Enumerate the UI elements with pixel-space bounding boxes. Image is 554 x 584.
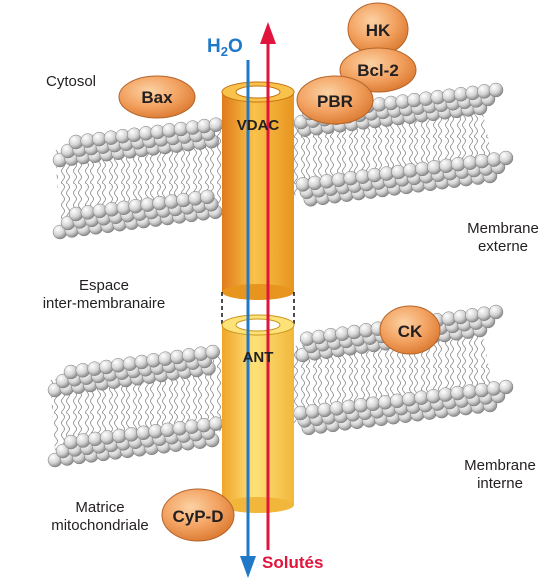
bax-protein: Bax <box>118 75 196 119</box>
bcl2-label: Bcl-2 <box>357 61 399 80</box>
lipid-head <box>196 417 212 433</box>
bax-label: Bax <box>141 88 173 107</box>
lipid-head <box>488 82 504 98</box>
lipid-head <box>75 433 91 448</box>
cypd-protein: CyP-D <box>161 488 235 542</box>
vdac-pore <box>235 85 281 99</box>
vdac-label: VDAC <box>237 117 280 134</box>
pbr-label: PBR <box>317 92 353 111</box>
lipid-head <box>148 424 163 439</box>
lipid-head <box>426 388 441 404</box>
lipid-head <box>200 189 215 205</box>
membrane-externe-line1: Membrane <box>467 220 539 237</box>
lipid-head <box>319 174 335 189</box>
lipid-head <box>390 393 405 409</box>
cytosol-label: Cytosol <box>46 73 96 90</box>
ant-cylinder-bottom <box>222 497 294 513</box>
ck-protein: CK <box>379 305 441 355</box>
pbr-protein: PBR <box>296 75 374 125</box>
ant-pore <box>235 318 281 332</box>
lipid-head <box>305 404 320 419</box>
inner-membrane-bottom-heads <box>47 379 514 468</box>
lipid-head <box>80 205 96 220</box>
lipid-head <box>63 434 79 450</box>
lipid-head <box>172 421 188 436</box>
lipid-head <box>128 198 143 214</box>
lipid-head <box>205 344 220 360</box>
solute-arrowhead <box>260 22 276 44</box>
lipid-head <box>377 395 393 410</box>
lipid-head <box>136 425 151 441</box>
cypd-label: CyP-D <box>172 507 223 526</box>
membrane-interne-line1: Membrane <box>464 457 536 474</box>
lipid-head <box>208 117 224 132</box>
ant-cylinder-body <box>222 325 294 505</box>
lipid-head <box>100 430 115 445</box>
lipid-head <box>124 427 139 442</box>
solutes-label: Solutés <box>262 553 323 572</box>
lipid-head <box>353 398 369 413</box>
lipid-head <box>160 422 175 438</box>
lipid-head <box>329 401 345 416</box>
lipid-head <box>184 419 200 434</box>
water-arrow <box>240 60 256 578</box>
outer-membrane-bottom-heads <box>52 150 514 240</box>
lipid-head <box>295 177 311 192</box>
lipid-head <box>488 304 504 320</box>
lipid-head <box>450 156 466 172</box>
ant-channel <box>221 314 295 513</box>
lipid-head <box>343 170 358 186</box>
lipid-head <box>498 150 514 166</box>
water-arrowhead <box>240 556 256 578</box>
lipid-head <box>474 382 490 398</box>
membrane-interne-line2: interne <box>477 475 523 492</box>
lipid-head <box>188 191 203 206</box>
vdac-cylinder-body <box>222 92 294 292</box>
lipid-head <box>367 167 382 183</box>
lipid-head <box>317 402 333 418</box>
hk-protein: HK <box>347 2 409 56</box>
lipid-head <box>208 416 224 431</box>
lipid-head <box>293 405 308 421</box>
espace-label-line2: inter-membranaire <box>43 295 166 312</box>
lipid-head <box>474 153 490 169</box>
water-label: H2O <box>207 36 243 59</box>
membrane-externe-line2: externe <box>478 238 528 255</box>
vdac-channel <box>221 81 295 300</box>
lipid-head <box>450 385 465 401</box>
lipid-head <box>87 431 103 447</box>
ck-label: CK <box>398 322 423 341</box>
ant-label: ANT <box>243 349 274 366</box>
solute-arrow <box>260 22 276 550</box>
lipid-head <box>402 391 417 407</box>
lipid-head <box>427 160 442 175</box>
vdac-cylinder-bottom <box>222 284 294 300</box>
lipid-head <box>486 381 502 396</box>
lipid-head <box>498 379 514 395</box>
matrice-label-line1: Matrice <box>75 499 124 516</box>
lipid-head <box>365 396 381 412</box>
espace-label-line1: Espace <box>79 277 129 294</box>
lipid-head <box>112 428 127 444</box>
lipid-head <box>341 399 357 415</box>
channel-junction <box>221 292 295 325</box>
lipid-head <box>104 202 120 217</box>
lipid-head <box>152 195 167 211</box>
lipid-head <box>438 387 453 402</box>
lipid-head <box>403 163 418 178</box>
lipid-head <box>414 390 429 405</box>
hk-label: HK <box>366 21 391 40</box>
lipid-head <box>462 384 478 399</box>
matrice-label-line2: mitochondriale <box>51 517 149 534</box>
